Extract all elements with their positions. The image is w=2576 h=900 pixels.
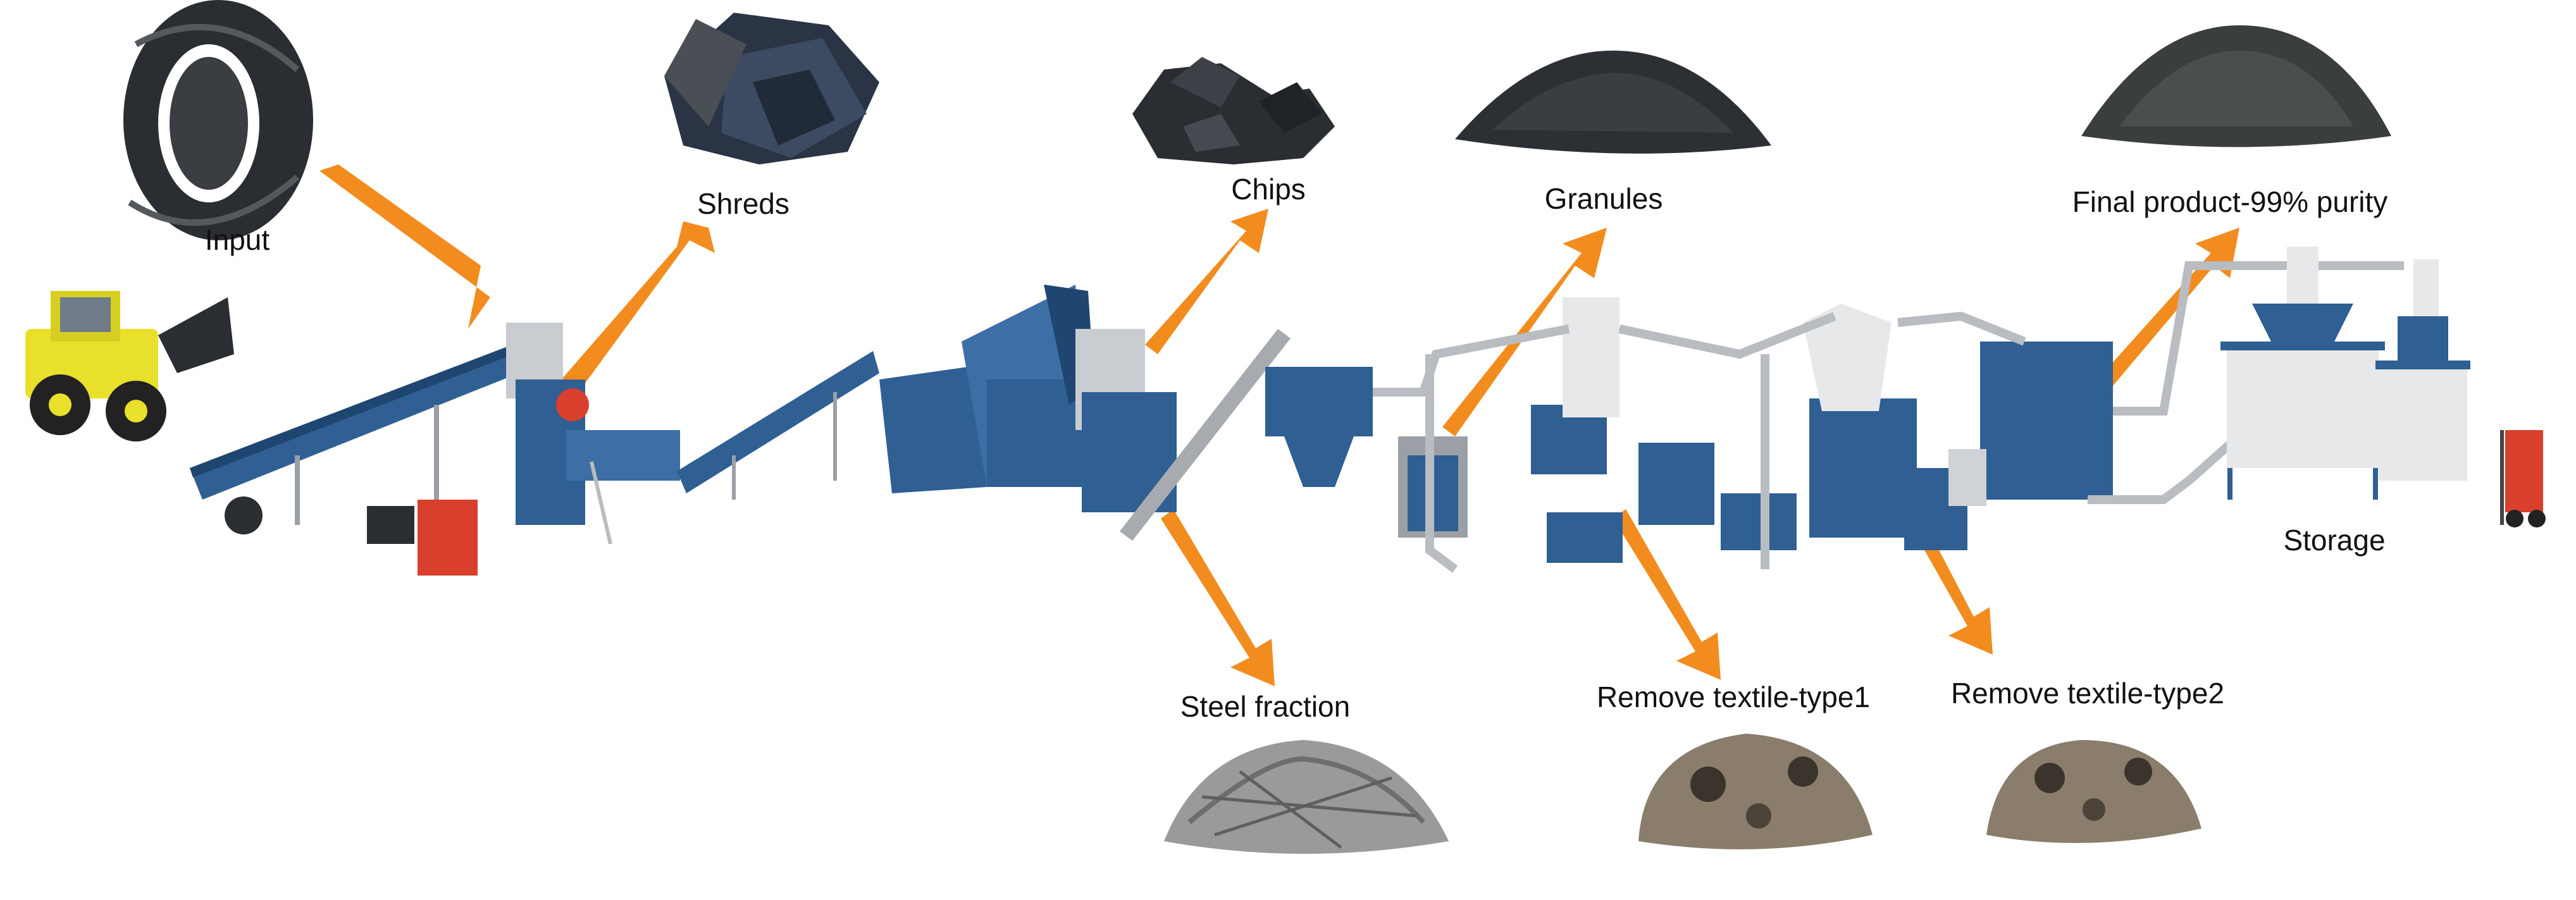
label-granules: Granules bbox=[1545, 182, 1663, 215]
label-steel-fraction: Steel fraction bbox=[1180, 690, 1350, 723]
storage-silos bbox=[2220, 247, 2470, 500]
arrow-shredder-to-shreds bbox=[550, 221, 715, 405]
wheel-loader bbox=[25, 291, 234, 441]
granules-image bbox=[1455, 51, 1771, 154]
arrow-to-chips bbox=[1145, 209, 1268, 354]
shreds-image bbox=[664, 13, 879, 164]
label-shreds: Shreds bbox=[697, 187, 790, 220]
chips-image bbox=[1132, 57, 1335, 164]
tire-image bbox=[123, 0, 313, 240]
label-input: Input bbox=[205, 223, 270, 256]
arrow-to-granules bbox=[1442, 228, 1607, 436]
control-units bbox=[367, 500, 478, 576]
label-storage: Storage bbox=[2283, 524, 2385, 557]
final-product-image bbox=[2081, 25, 2391, 147]
forklift bbox=[2500, 430, 2546, 527]
arrow-to-textile-type1 bbox=[1613, 509, 1721, 680]
arrow-to-steel-fraction bbox=[1161, 509, 1275, 686]
textile-type2-image bbox=[1986, 740, 2201, 843]
infeed-conveyor bbox=[190, 345, 519, 534]
steel-screw-conveyor bbox=[1120, 329, 1291, 541]
granulator bbox=[879, 285, 1177, 512]
primary-shredder bbox=[506, 323, 680, 545]
label-remove-textile-type1: Remove textile-type1 bbox=[1597, 681, 1870, 713]
arrow-input-to-shredder bbox=[319, 164, 490, 329]
separation-line bbox=[1265, 297, 2113, 563]
textile-type1-image bbox=[1638, 734, 1873, 849]
transfer-conveyor bbox=[677, 351, 879, 500]
label-chips: Chips bbox=[1231, 173, 1306, 206]
label-remove-textile-type2: Remove textile-type2 bbox=[1951, 677, 2224, 710]
steel-fraction-image bbox=[1164, 740, 1449, 854]
label-final-product: Final product-99% purity bbox=[2072, 185, 2388, 218]
